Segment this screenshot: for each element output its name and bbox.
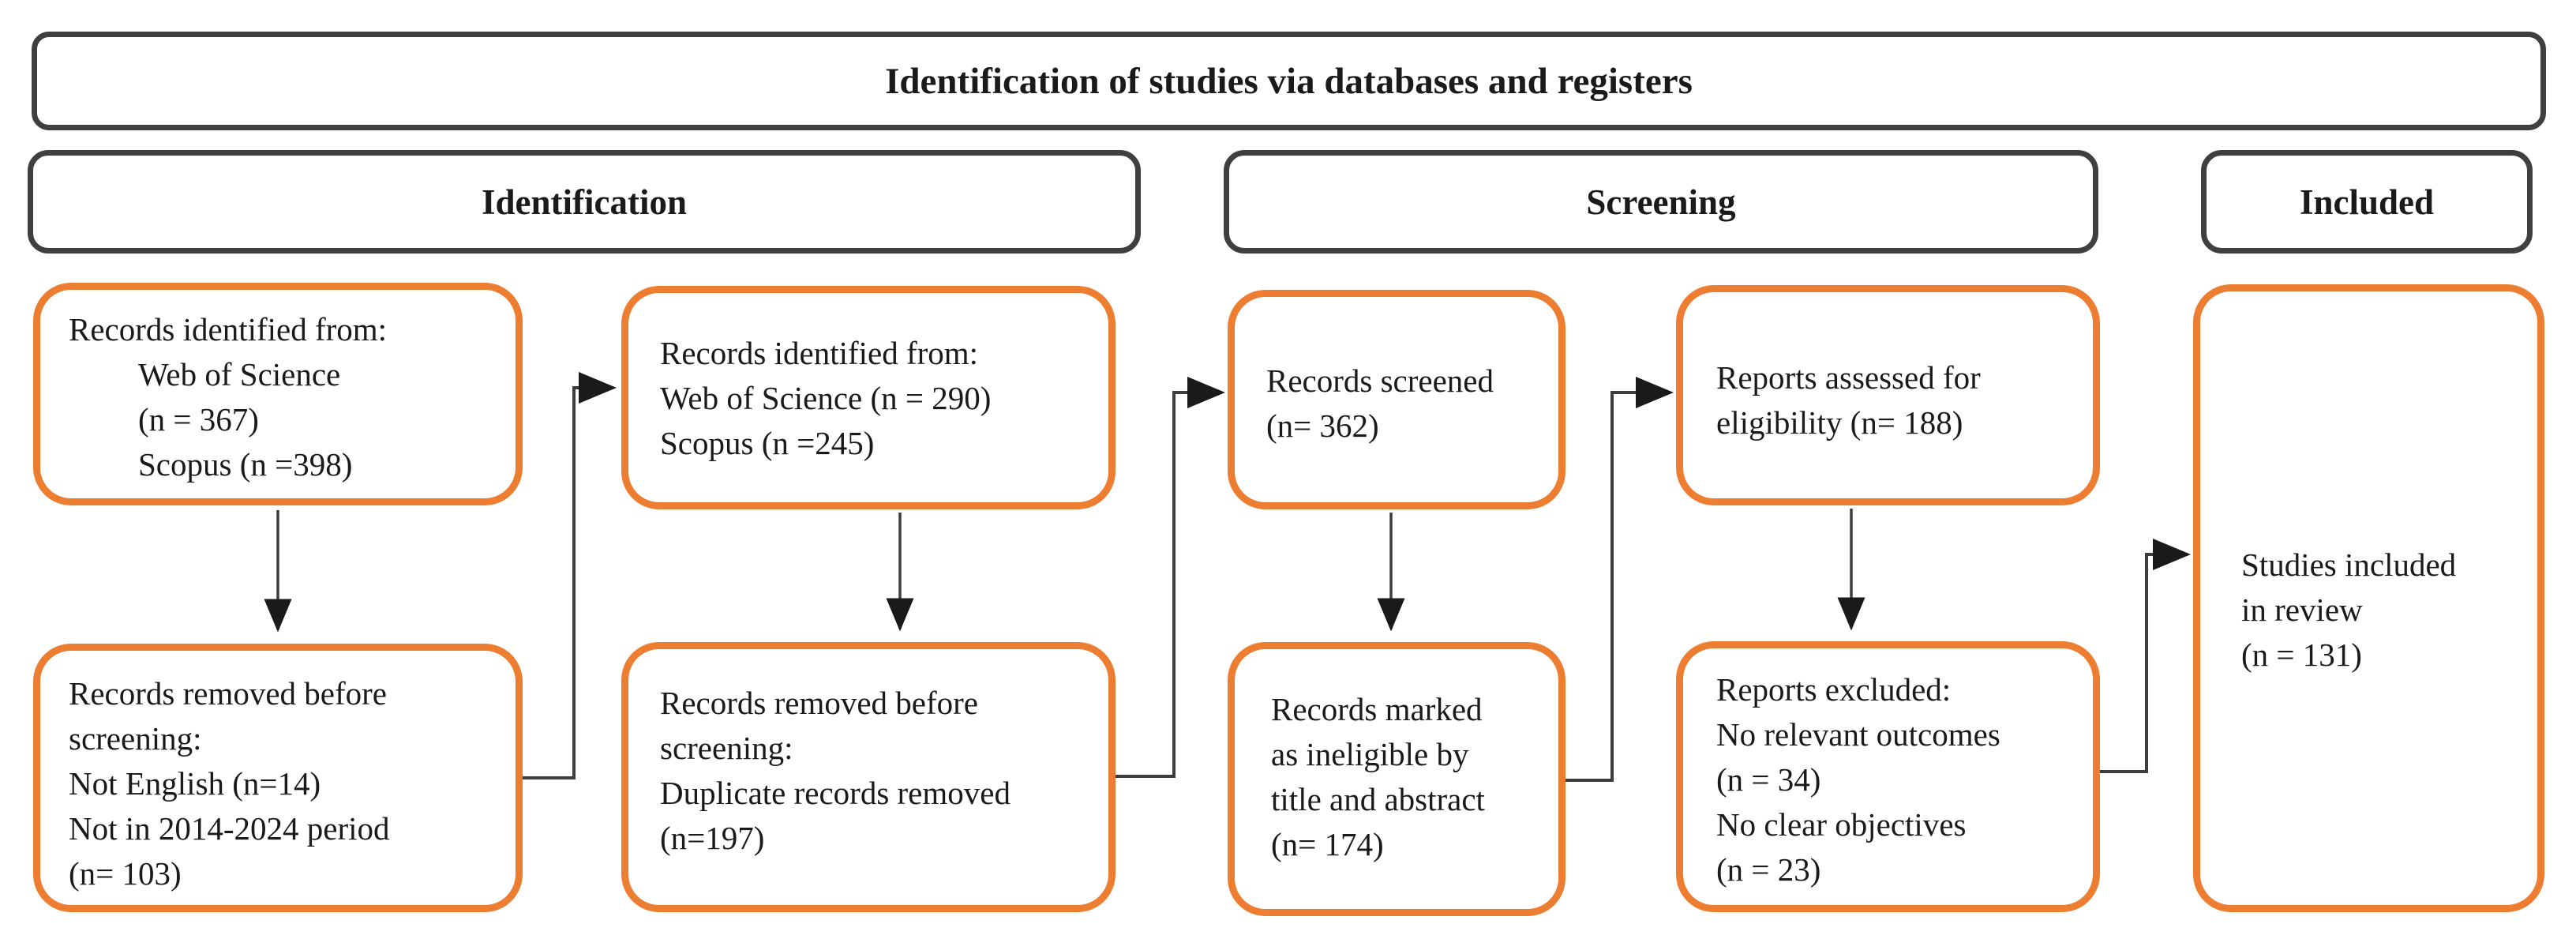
box-text-line: (n= 103)	[69, 855, 182, 892]
stage-header-label: Identification	[481, 182, 687, 222]
box-text-line: (n= 174)	[1271, 826, 1384, 862]
box-text-line: (n=197)	[660, 820, 765, 856]
box-records-marked-ineligible: Records marked as ineligible by title an…	[1228, 642, 1565, 916]
box-records-screened: Records screened (n= 362)	[1228, 290, 1565, 509]
box-reports-excluded: Reports excluded: No relevant outcomes (…	[1676, 641, 2100, 912]
box-text-line: Web of Science (n = 290)	[660, 380, 992, 416]
stage-header-identification: Identification	[28, 150, 1141, 254]
box-text-line: in review	[2241, 592, 2363, 628]
box-text-line: screening:	[660, 730, 793, 766]
box-text-line: Records marked	[1271, 691, 1483, 727]
box-text-line: screening:	[69, 720, 202, 757]
box-text-line: (n = 23)	[1716, 851, 1821, 888]
elbow-excluded-to-included	[2100, 539, 2191, 773]
box-text-line: (n = 34)	[1716, 761, 1821, 798]
stage-header-label: Included	[2299, 182, 2435, 222]
box-studies-included: Studies included in review (n = 131)	[2193, 284, 2544, 912]
box-records-removed-before-screening: Records removed before screening: Not En…	[33, 644, 523, 912]
box-text-line: Scopus (n =245)	[660, 425, 875, 461]
box-text-line: Scopus (n =398)	[138, 446, 353, 483]
elbow-removed-to-identified2	[523, 372, 617, 779]
box-duplicate-records-removed: Records removed before screening: Duplic…	[621, 642, 1116, 912]
box-text-line: Not in 2014-2024 period	[69, 810, 390, 847]
box-reports-assessed: Reports assessed for eligibility (n= 188…	[1676, 285, 2100, 505]
elbow-ineligible-to-assessed	[1565, 377, 1674, 782]
box-text-line: Studies included	[2241, 546, 2457, 583]
box-text-line: Records screened	[1266, 362, 1494, 399]
box-text-line: (n = 367)	[138, 401, 259, 438]
box-text-line: Web of Science	[138, 356, 341, 393]
box-text-line: Records identified from:	[660, 335, 979, 371]
box-text-line: Duplicate records removed	[660, 775, 1011, 811]
box-text-line: title and abstract	[1271, 781, 1485, 817]
diagram-title-box: Identification of studies via databases …	[32, 32, 2546, 130]
box-text-line: Records removed before	[660, 685, 978, 721]
stage-header-included: Included	[2201, 150, 2533, 254]
box-text-line: Records removed before	[69, 675, 387, 712]
stage-header-label: Screening	[1586, 182, 1736, 222]
stage-header-screening: Screening	[1224, 150, 2098, 254]
box-text-line: (n= 362)	[1266, 408, 1379, 444]
box-text-line: No relevant outcomes	[1716, 716, 2000, 753]
box-text-line: Reports assessed for	[1716, 359, 1981, 396]
box-text-line: as ineligible by	[1271, 736, 1469, 772]
box-text-line: Reports excluded:	[1716, 671, 1952, 708]
box-text-line: No clear objectives	[1716, 806, 1967, 843]
box-text-line: Not English (n=14)	[69, 765, 321, 802]
box-records-identified-after-removal: Records identified from: Web of Science …	[621, 286, 1116, 509]
box-records-identified-databases: Records identified from: Web of Science …	[33, 283, 523, 505]
box-text-line: eligibility (n= 188)	[1716, 404, 1963, 441]
box-text-line: (n = 131)	[2241, 637, 2362, 673]
elbow-duplicates-to-screened	[1116, 377, 1225, 778]
diagram-title: Identification of studies via databases …	[885, 60, 1693, 102]
box-text-line: Records identified from:	[69, 311, 388, 347]
